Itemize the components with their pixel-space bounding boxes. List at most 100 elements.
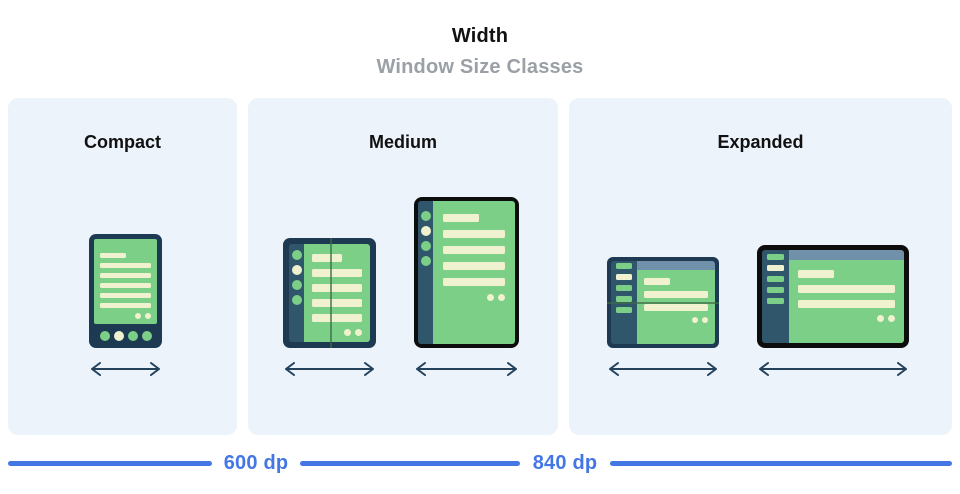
content-line <box>644 291 708 298</box>
width-arrow-icon <box>285 362 374 376</box>
content-line <box>312 299 362 307</box>
sidebar-item-bar <box>616 285 632 291</box>
size-class-panel-expanded: Expanded <box>569 98 952 435</box>
size-class-panels: Compact <box>8 98 952 435</box>
screen-dot <box>145 313 151 319</box>
sidebar-item-bar <box>767 287 784 293</box>
content-line <box>443 214 479 222</box>
content-line <box>798 270 834 278</box>
sidebar-item-bar <box>616 274 632 280</box>
nav-dot <box>291 250 302 260</box>
foldable-screen <box>289 244 370 342</box>
sidebar-item-bar <box>616 296 632 302</box>
sidebar-item-bar <box>616 307 632 313</box>
phone-nav-bar <box>94 324 157 348</box>
scale-line-segment <box>8 460 212 466</box>
screen-dot <box>487 294 494 301</box>
phone-screen <box>94 239 157 324</box>
desktop-screen <box>762 250 904 343</box>
content-line <box>644 278 670 285</box>
nav-dot <box>141 331 152 341</box>
screen-dot <box>888 315 895 322</box>
content-line <box>443 262 505 270</box>
screen-dot <box>498 294 505 301</box>
content-line <box>100 283 151 288</box>
scale-line-segment <box>300 460 520 466</box>
fold-crease-line <box>329 238 332 348</box>
nav-dot <box>420 256 431 266</box>
content-pane <box>304 244 370 342</box>
screen-dot <box>135 313 141 319</box>
nav-dot <box>420 241 431 251</box>
content-dots <box>100 313 151 319</box>
content-line <box>100 263 151 268</box>
screen-dot <box>355 329 362 336</box>
nav-dot <box>291 265 302 275</box>
content-line <box>100 293 151 298</box>
foldable-device-block <box>283 238 376 377</box>
content-line <box>312 284 362 292</box>
screen-dot <box>877 315 884 322</box>
content-dots <box>312 329 362 336</box>
nav-dot <box>420 226 431 236</box>
sidebar-menu <box>762 250 789 343</box>
phone-device-block <box>89 234 162 377</box>
content-line <box>312 254 342 262</box>
fold-crease-line <box>607 302 719 304</box>
content-line <box>100 303 151 308</box>
size-class-label-medium: Medium <box>368 132 437 152</box>
content-line <box>798 285 895 293</box>
content-area <box>789 260 904 343</box>
tablet-device-icon <box>414 197 519 348</box>
phone-device-icon <box>89 234 162 348</box>
content-line <box>443 278 505 286</box>
nav-dot <box>127 331 138 341</box>
content-line <box>100 253 126 258</box>
desktop-device-block <box>757 245 909 377</box>
sidebar-item-bar <box>767 254 784 260</box>
app-top-bar <box>637 261 715 270</box>
content-line <box>312 269 362 277</box>
width-arrow-icon <box>416 362 517 376</box>
screen-dot <box>692 317 698 323</box>
laptop-device-block <box>607 257 719 377</box>
size-class-label-compact: Compact <box>83 132 161 152</box>
desktop-device-icon <box>757 245 909 348</box>
sidebar-item-bar <box>767 298 784 304</box>
sidebar-item-bar <box>616 263 632 269</box>
breakpoint-scale: 600 dp 840 dp <box>8 452 952 474</box>
foldable-device-icon <box>283 238 376 348</box>
screen-dot <box>344 329 351 336</box>
nav-dot <box>291 280 302 290</box>
screen-dot <box>702 317 708 323</box>
breakpoint-600dp-label: 600 dp <box>223 451 289 474</box>
breakpoint-840dp-label: 840 dp <box>532 451 598 474</box>
page-header: Width Window Size Classes <box>0 25 960 79</box>
nav-dot <box>99 331 110 341</box>
width-arrow-icon <box>759 362 907 376</box>
content-line <box>100 273 151 278</box>
tablet-screen <box>418 201 515 344</box>
nav-dot <box>291 295 302 305</box>
width-arrow-icon <box>609 362 717 376</box>
content-line <box>798 300 895 308</box>
laptop-screen <box>611 261 715 344</box>
nav-rail <box>418 201 433 344</box>
content-line <box>312 314 362 322</box>
content-dots <box>798 315 895 322</box>
sidebar-item-bar <box>767 276 784 282</box>
content-line <box>644 304 708 311</box>
nav-dot <box>420 211 431 221</box>
sidebar-item-bar <box>767 265 784 271</box>
content-area <box>637 270 715 344</box>
nav-rail <box>289 244 304 342</box>
size-class-panel-compact: Compact <box>8 98 237 435</box>
content-line <box>443 246 505 254</box>
content-dots <box>443 294 505 301</box>
content-dots <box>644 317 708 323</box>
content-pane <box>637 261 715 344</box>
width-arrow-icon <box>91 362 160 376</box>
nav-dot <box>113 331 124 341</box>
tablet-device-block <box>414 197 519 377</box>
page-subtitle: Window Size Classes <box>376 56 584 78</box>
